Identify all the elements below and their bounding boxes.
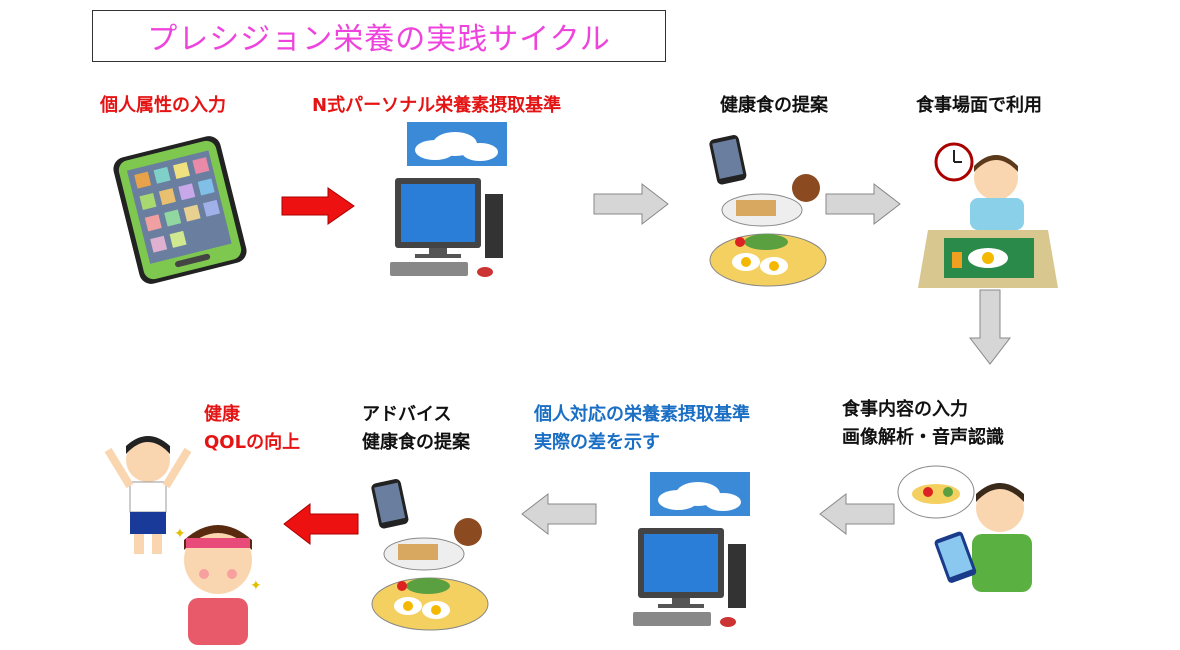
red-arrow-right [281, 187, 355, 225]
label-diff-1: 個人対応の栄養素摂取基準 [534, 404, 750, 425]
meal-icon [709, 135, 827, 287]
svg-text:✦: ✦ [250, 578, 262, 594]
label-advice-2: 健康食の提案 [362, 432, 470, 453]
label-outcome-2: QOLの向上 [204, 432, 301, 453]
person-eating-icon [918, 142, 1058, 288]
label-advice-1: アドバイス [362, 404, 452, 425]
diagram-title: プレシジョン栄養の実践サイクル [147, 22, 611, 57]
computer-icon [390, 122, 507, 277]
gray-arrow-down [968, 289, 1012, 365]
label-use: 食事場面で利用 [916, 95, 1042, 116]
computer-icon [633, 472, 750, 627]
red-arrow-left [283, 502, 359, 546]
meal-icon [371, 479, 489, 631]
person-tablet-icon [897, 465, 1032, 592]
label-standard: N式パーソナル栄養素摂取基準 [312, 95, 562, 116]
label-record-1: 食事内容の入力 [842, 399, 968, 420]
label-input: 個人属性の入力 [100, 95, 226, 116]
gray-arrow-right [593, 182, 669, 226]
label-outcome-1: 健康 [204, 404, 240, 425]
gray-arrow-left [819, 492, 895, 536]
healthy-people-icon: ✦ ✦ [104, 436, 262, 645]
gray-arrow-right [825, 182, 901, 226]
svg-text:✦: ✦ [174, 526, 186, 542]
smartphone-icon [113, 136, 247, 284]
label-diff-2: 実際の差を示す [534, 432, 660, 453]
title-box: プレシジョン栄養の実践サイクル [92, 10, 666, 62]
label-record-2: 画像解析・音声認識 [842, 427, 1004, 448]
gray-arrow-left [521, 492, 597, 536]
label-proposal: 健康食の提案 [720, 95, 828, 116]
